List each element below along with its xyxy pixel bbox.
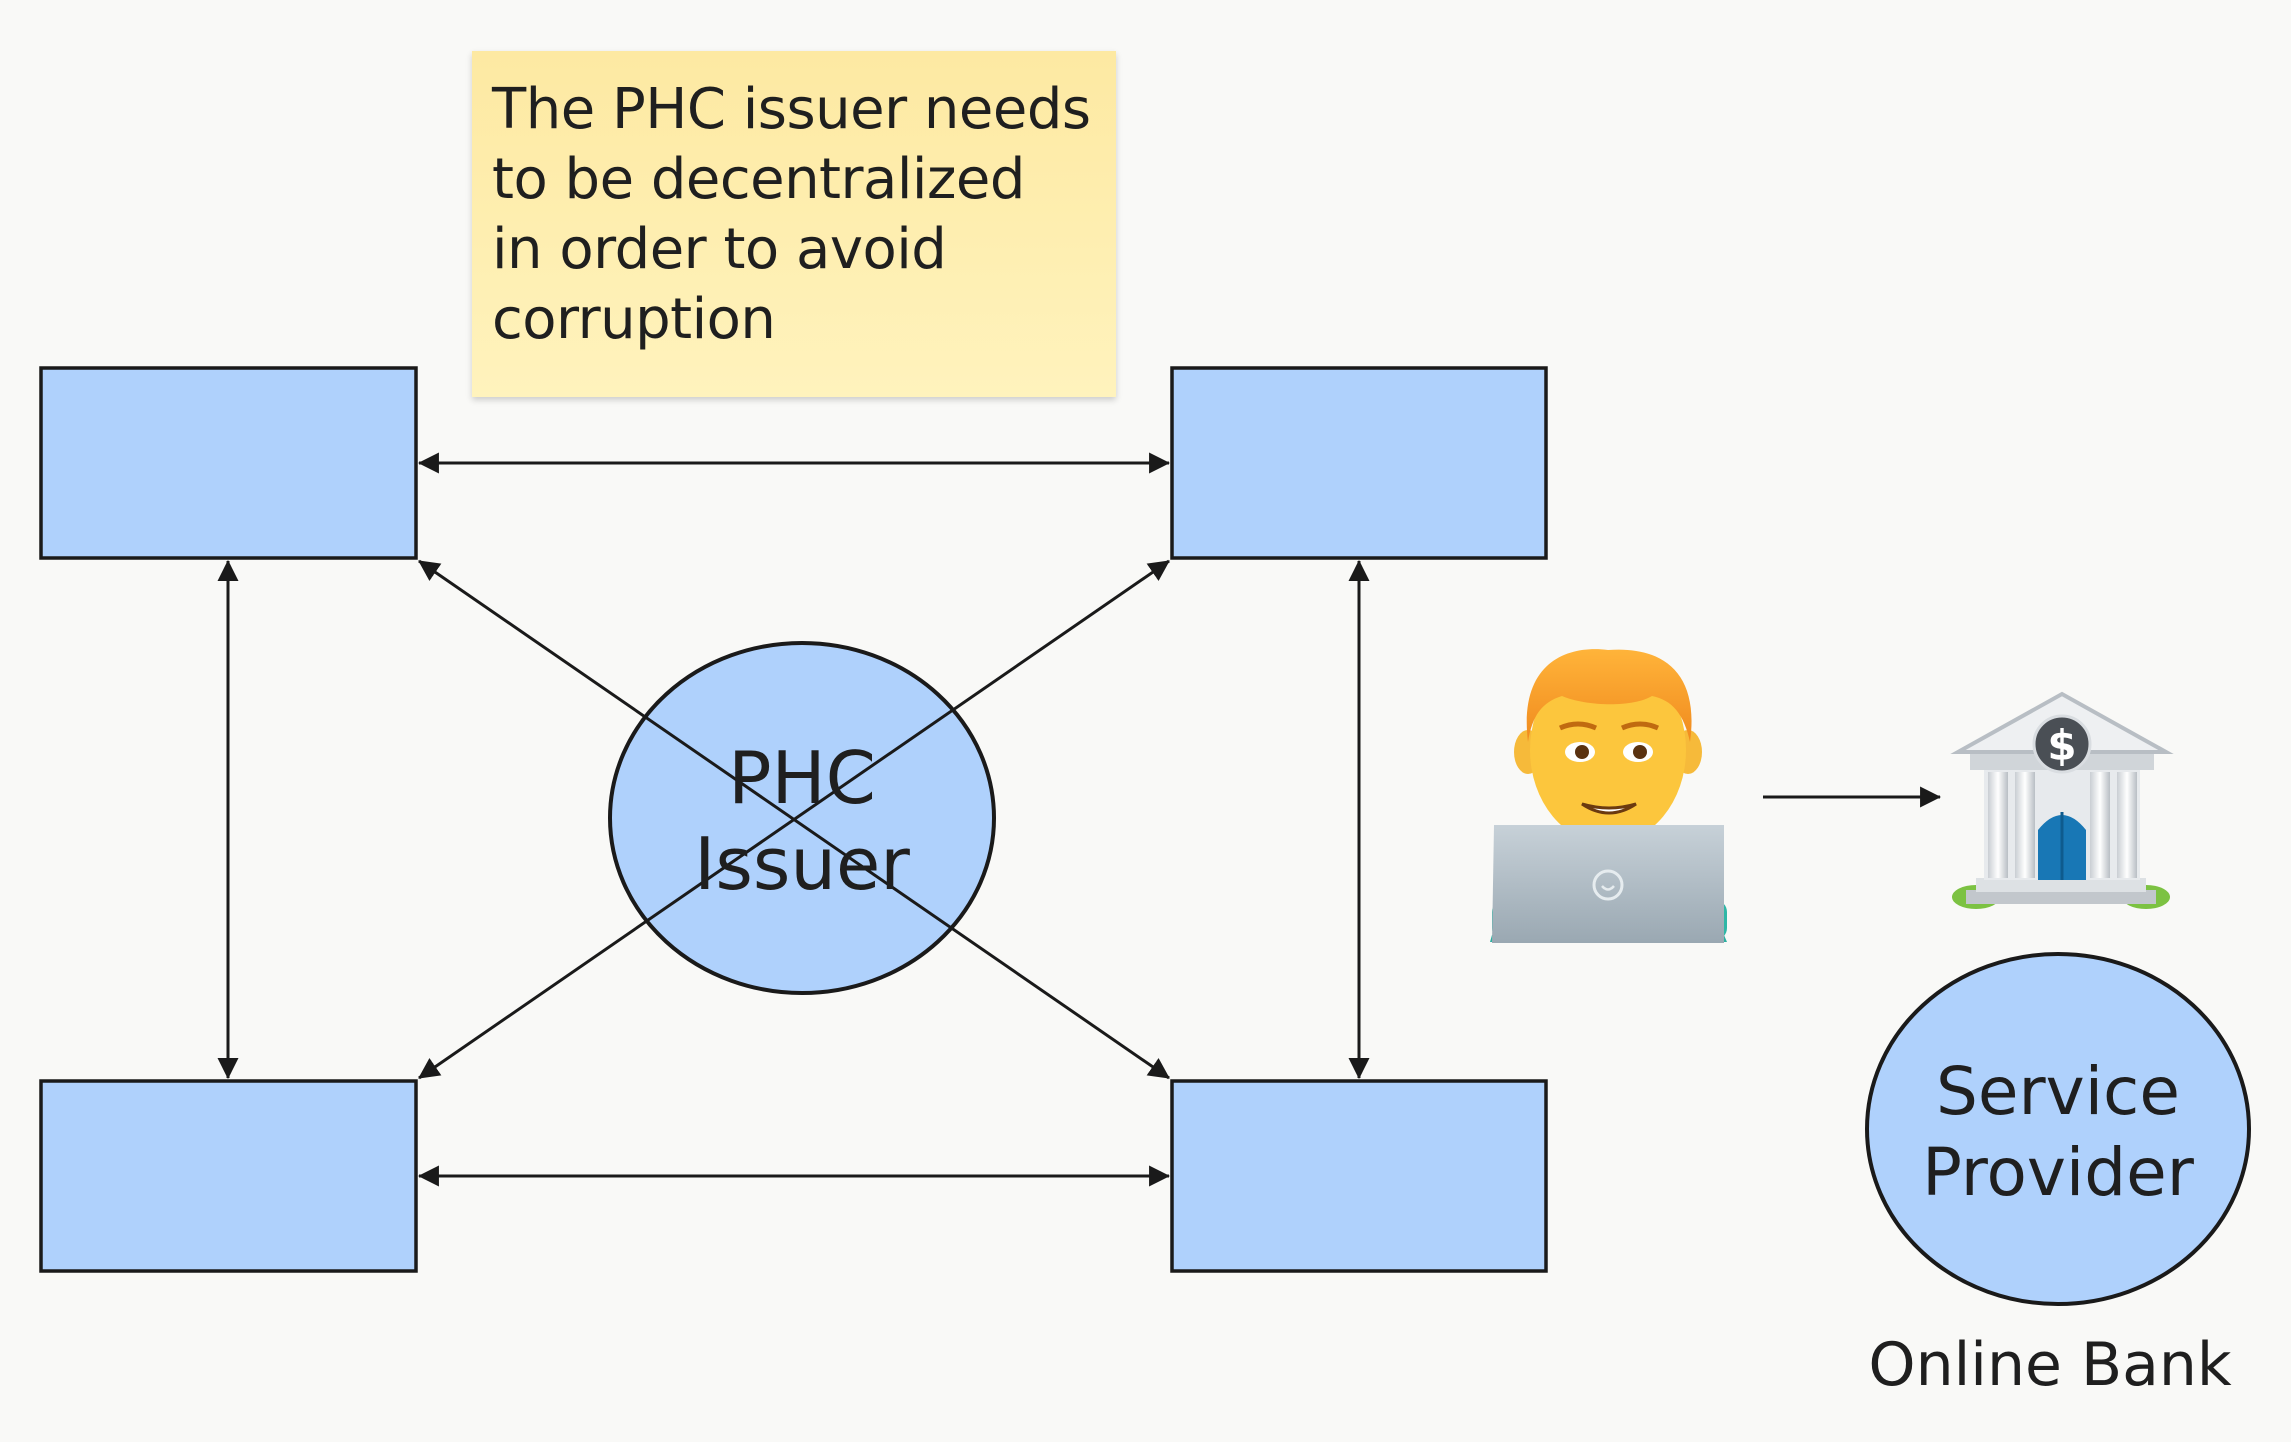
note-line-1: The PHC issuer needs — [492, 77, 1091, 142]
edge-diagonal-tr-bl — [418, 559, 1170, 1080]
node-bottom-left[interactable] — [39, 1079, 418, 1273]
provider-caption: Online Bank — [1868, 1330, 2232, 1400]
issuer-label-line1: PHC — [728, 736, 876, 820]
node-bottom-right[interactable] — [1170, 1079, 1548, 1273]
service-provider-node[interactable] — [1865, 952, 2251, 1306]
note-line-2: to be decentralized — [492, 147, 1025, 212]
note-line-3: in order to avoid — [492, 217, 947, 282]
bank-building-icon: $ — [1950, 691, 2174, 909]
person-with-laptop-icon — [1490, 649, 1727, 943]
provider-label-line1: Service — [1936, 1053, 2180, 1130]
issuer-label-line2: Issuer — [694, 822, 910, 906]
sticky-note[interactable]: The PHC issuer needs to be decentralized… — [472, 51, 1116, 397]
node-top-left[interactable] — [39, 366, 418, 560]
note-line-4: corruption — [492, 287, 776, 352]
node-top-right[interactable] — [1170, 366, 1548, 560]
svg-text:$: $ — [2047, 721, 2076, 770]
provider-label-line2: Provider — [1922, 1134, 2195, 1211]
